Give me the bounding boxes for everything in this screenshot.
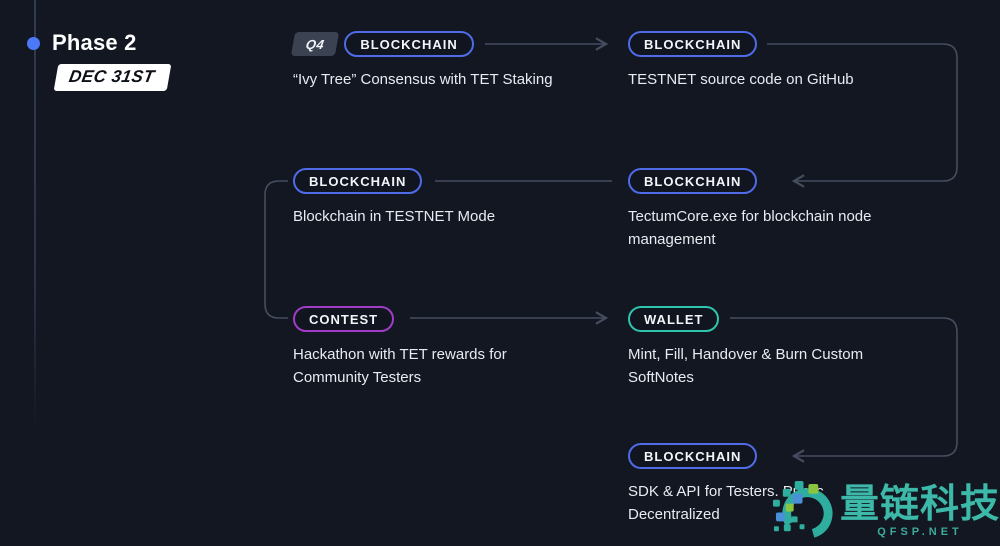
timeline-line <box>34 0 36 432</box>
category-badge-blockchain: BLOCKCHAIN <box>344 31 474 57</box>
roadmap-item-ivy-tree: Q4 BLOCKCHAIN “Ivy Tree” Consensus with … <box>290 31 553 91</box>
roadmap-item-tectumcore: BLOCKCHAIN TectumCore.exe for blockchain… <box>628 168 871 251</box>
category-badge-blockchain: BLOCKCHAIN <box>628 168 758 194</box>
connector-row1right-to-row2right <box>767 43 958 181</box>
phase-header: Phase 2 DEC 31ST <box>52 30 172 91</box>
category-badge-blockchain: BLOCKCHAIN <box>293 168 423 194</box>
badge-row: BLOCKCHAIN <box>293 168 495 194</box>
item-description: Hackathon with TET rewards for Community… <box>293 346 507 386</box>
watermark-logo-icon <box>772 480 833 539</box>
connector-row3right-to-row4right <box>730 317 958 456</box>
connector-row2mid-to-row3mid <box>264 180 288 319</box>
badge-row: BLOCKCHAIN <box>628 168 871 194</box>
item-description: SDK & API for Testers. Public Decentrali… <box>628 483 824 523</box>
quarter-badge: Q4 <box>290 32 340 56</box>
watermark: 量链科技 QFSP.NET <box>772 480 1000 543</box>
badge-row: Q4 BLOCKCHAIN <box>290 31 553 57</box>
roadmap-item-softnotes: WALLET Mint, Fill, Handover & Burn Custo… <box>628 306 863 389</box>
item-description: Mint, Fill, Handover & Burn Custom SoftN… <box>628 346 864 386</box>
roadmap-item-hackathon: CONTEST Hackathon with TET rewards for C… <box>293 306 507 389</box>
badge-row: BLOCKCHAIN <box>628 443 824 469</box>
item-description: Blockchain in TESTNET Mode <box>293 208 496 225</box>
watermark-domain: QFSP.NET <box>877 526 963 538</box>
watermark-brand: 量链科技 <box>839 483 1000 526</box>
badge-row: WALLET <box>628 306 863 332</box>
category-badge-wallet: WALLET <box>628 306 720 332</box>
badge-row: CONTEST <box>293 306 507 332</box>
item-description: “Ivy Tree” Consensus with TET Staking <box>293 71 553 88</box>
watermark-text: 量链科技 QFSP.NET <box>839 483 1000 539</box>
roadmap-item-testnet-mode: BLOCKCHAIN Blockchain in TESTNET Mode <box>293 168 495 228</box>
badge-row: BLOCKCHAIN <box>628 31 854 57</box>
category-badge-contest: CONTEST <box>293 306 395 332</box>
roadmap-item-testnet-source: BLOCKCHAIN TESTNET source code on GitHub <box>628 31 854 91</box>
timeline-dot <box>27 37 40 50</box>
phase-title: Phase 2 <box>52 30 137 55</box>
item-description: TESTNET source code on GitHub <box>628 71 854 88</box>
category-badge-blockchain: BLOCKCHAIN <box>628 31 758 57</box>
item-description: TectumCore.exe for blockchain node manag… <box>628 208 872 248</box>
roadmap-item-sdk-api: BLOCKCHAIN SDK & API for Testers. Public… <box>628 443 824 526</box>
category-badge-blockchain: BLOCKCHAIN <box>628 443 758 469</box>
